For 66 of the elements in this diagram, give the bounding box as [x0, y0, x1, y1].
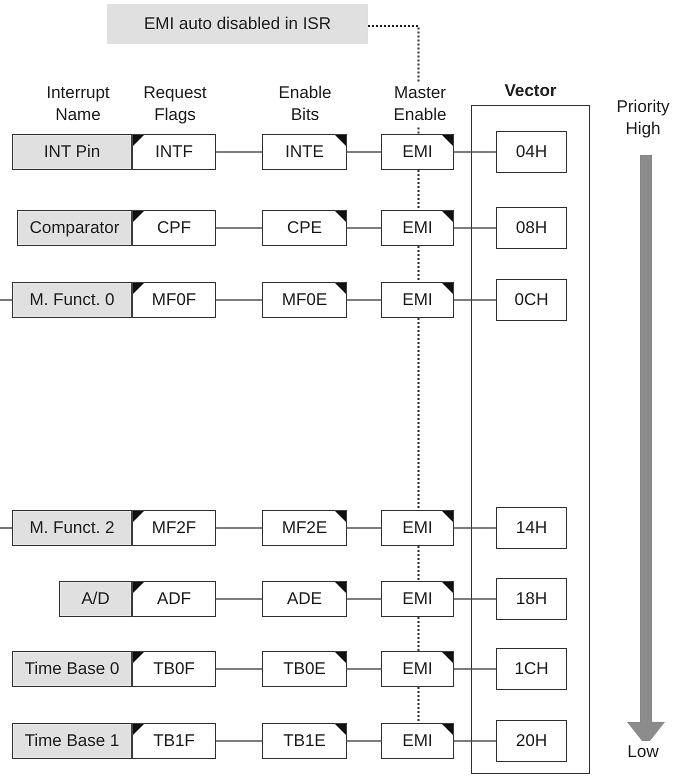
vector-address-box: 04H — [496, 131, 567, 173]
interrupt-name-box: Time Base 0 — [12, 651, 132, 687]
master-enable-box: EMI — [381, 282, 454, 318]
request-flag-box: CPF — [132, 210, 216, 246]
connector-line — [216, 299, 262, 301]
request-flag-box: ADF — [132, 581, 216, 617]
connector-line — [0, 527, 12, 529]
interrupt-name-box: Time Base 1 — [12, 723, 132, 759]
request-flag-box: MF0F — [132, 282, 216, 318]
master-enable-box: EMI — [381, 651, 454, 687]
connector-line — [454, 598, 496, 600]
connector-line — [347, 740, 381, 742]
dotted-line — [418, 687, 420, 723]
request-flag-box: TB0F — [132, 651, 216, 687]
connector-line — [216, 151, 262, 153]
master-enable-box: EMI — [381, 510, 454, 546]
dotted-line — [418, 546, 420, 581]
dotted-line — [418, 246, 420, 282]
note-box: EMI auto disabled in ISR — [107, 4, 368, 44]
dotted-line — [418, 318, 420, 510]
connector-line — [454, 527, 496, 529]
vector-address-box: 08H — [496, 207, 567, 249]
connector-line — [216, 740, 262, 742]
master-enable-box: EMI — [381, 134, 454, 170]
connector-line — [216, 668, 262, 670]
connector-line — [0, 299, 12, 301]
dotted-line — [418, 170, 420, 210]
interrupt-name-box: INT Pin — [12, 134, 132, 170]
connector-line — [454, 151, 496, 153]
connector-line — [347, 598, 381, 600]
enable-bit-box: TB1E — [262, 723, 347, 759]
request-flag-box: MF2F — [132, 510, 216, 546]
enable-bit-box: ADE — [262, 581, 347, 617]
connector-line — [216, 527, 262, 529]
interrupt-name-box: M. Funct. 2 — [12, 510, 132, 546]
connector-line — [347, 227, 381, 229]
connector-line — [347, 299, 381, 301]
connector-line — [216, 598, 262, 600]
request-flag-box: INTF — [132, 134, 216, 170]
enable-bit-box: MF2E — [262, 510, 347, 546]
connector-line — [454, 740, 496, 742]
vector-address-box: 1CH — [496, 648, 567, 690]
interrupt-name-box: Comparator — [17, 210, 132, 246]
connector-line — [454, 668, 496, 670]
vector-address-box: 18H — [496, 578, 567, 620]
connector-line — [347, 151, 381, 153]
master-enable-box: EMI — [381, 723, 454, 759]
interrupt-name-box: M. Funct. 0 — [12, 282, 132, 318]
enable-bit-box: INTE — [262, 134, 347, 170]
vector-address-box: 14H — [496, 507, 567, 549]
master-enable-box: EMI — [381, 210, 454, 246]
master-enable-box: EMI — [381, 581, 454, 617]
connector-line — [454, 227, 496, 229]
column-heading: Vector — [504, 80, 558, 102]
request-flag-box: TB1F — [132, 723, 216, 759]
connector-line — [216, 227, 262, 229]
connector-line — [454, 299, 496, 301]
enable-bit-box: MF0E — [262, 282, 347, 318]
connector-line — [347, 527, 381, 529]
dotted-line — [418, 617, 420, 651]
connector-line — [347, 668, 381, 670]
vector-address-box: 0CH — [496, 279, 567, 321]
interrupt-name-box: A/D — [59, 581, 132, 617]
vector-address-box: 20H — [496, 720, 567, 762]
enable-bit-box: TB0E — [262, 651, 347, 687]
enable-bit-box: CPE — [262, 210, 347, 246]
